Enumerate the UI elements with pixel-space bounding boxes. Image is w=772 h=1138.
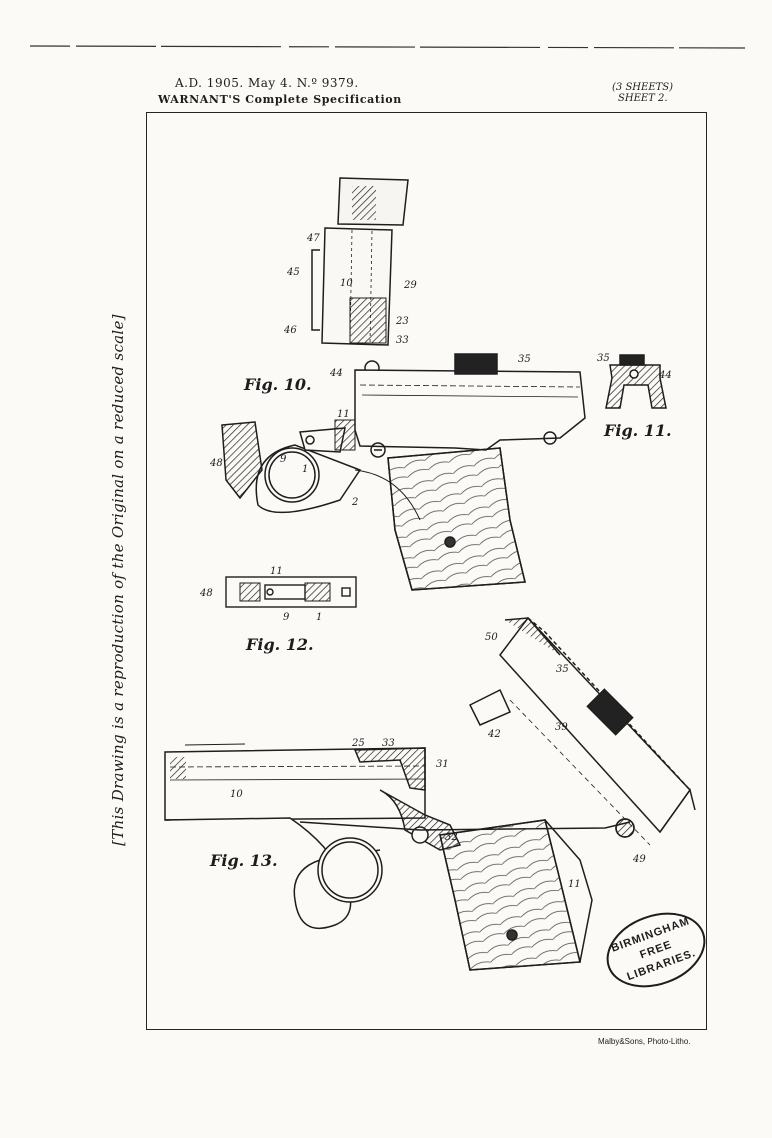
label-47: 47 bbox=[306, 233, 320, 244]
label-25: 25 bbox=[351, 738, 365, 749]
label-45: 45 bbox=[286, 267, 300, 278]
fig-10-caption: Fig. 10. bbox=[243, 375, 312, 394]
fig-12-labels: 11 48 9 1 Fig. 12. bbox=[199, 566, 322, 654]
fig-10-labels: 47 45 46 10 29 23 33 44 35 11 48 9 1 2 F… bbox=[209, 233, 531, 508]
fig-12-drawing bbox=[225, 576, 357, 608]
label-10: 10 bbox=[340, 278, 353, 289]
label-29: 29 bbox=[403, 280, 417, 291]
label-33: 33 bbox=[396, 335, 409, 346]
label-50: 50 bbox=[485, 632, 498, 643]
label-31: 31 bbox=[436, 759, 449, 770]
scan-edge-line bbox=[29, 45, 746, 49]
label-35: 35 bbox=[518, 354, 531, 365]
fig-11-caption: Fig. 11. bbox=[603, 421, 672, 440]
label-44: 44 bbox=[329, 368, 343, 379]
label-35-fig13: 35 bbox=[556, 664, 569, 675]
label-44-fig11: 44 bbox=[658, 370, 672, 381]
fig-13-caption: Fig. 13. bbox=[209, 851, 278, 870]
label-1: 1 bbox=[302, 464, 308, 475]
patent-header-date: A.D. 1905. May 4. N.º 9379. bbox=[175, 76, 359, 90]
fig-13-drawing bbox=[164, 616, 696, 971]
label-32: 32 bbox=[445, 832, 458, 843]
fig-12-caption: Fig. 12. bbox=[245, 635, 314, 654]
fig-13-labels: 50 35 42 39 25 33 31 10 32 49 11 Fig. 13… bbox=[209, 632, 646, 890]
label-23: 23 bbox=[395, 316, 409, 327]
sheet-number: SHEET 2. bbox=[618, 93, 668, 104]
label-46: 46 bbox=[283, 325, 297, 336]
label-11-fig12: 11 bbox=[270, 566, 283, 577]
label-1-fig12: 1 bbox=[316, 612, 322, 623]
lithographer-credit: Malby&Sons, Photo-Litho. bbox=[598, 1037, 691, 1046]
label-42: 42 bbox=[487, 729, 501, 740]
label-2: 2 bbox=[351, 497, 358, 508]
drawing-border-frame bbox=[146, 112, 707, 1030]
fig-11-drawing bbox=[605, 354, 667, 409]
label-39: 39 bbox=[555, 722, 568, 733]
fig-10-drawing bbox=[221, 177, 586, 591]
label-10-fig13: 10 bbox=[230, 789, 243, 800]
label-9: 9 bbox=[280, 454, 287, 465]
library-stamp: BIRMINGHAM FREE LIBRARIES. bbox=[606, 912, 706, 988]
label-33-fig13: 33 bbox=[382, 738, 395, 749]
label-9-fig12: 9 bbox=[283, 612, 290, 623]
label-48-fig12: 48 bbox=[199, 588, 213, 599]
label-48: 48 bbox=[209, 458, 223, 469]
sheet-count: (3 SHEETS) bbox=[612, 82, 674, 93]
label-11: 11 bbox=[337, 409, 350, 420]
patent-header-title: WARNANT'S Complete Specification bbox=[158, 93, 402, 106]
fig-11-labels: 35 44 Fig. 11. bbox=[597, 353, 672, 440]
label-49: 49 bbox=[632, 854, 646, 865]
sheet-count-block: (3 SHEETS) SHEET 2. bbox=[612, 82, 673, 104]
label-35-fig11: 35 bbox=[597, 353, 610, 364]
label-11-fig13: 11 bbox=[568, 879, 581, 890]
